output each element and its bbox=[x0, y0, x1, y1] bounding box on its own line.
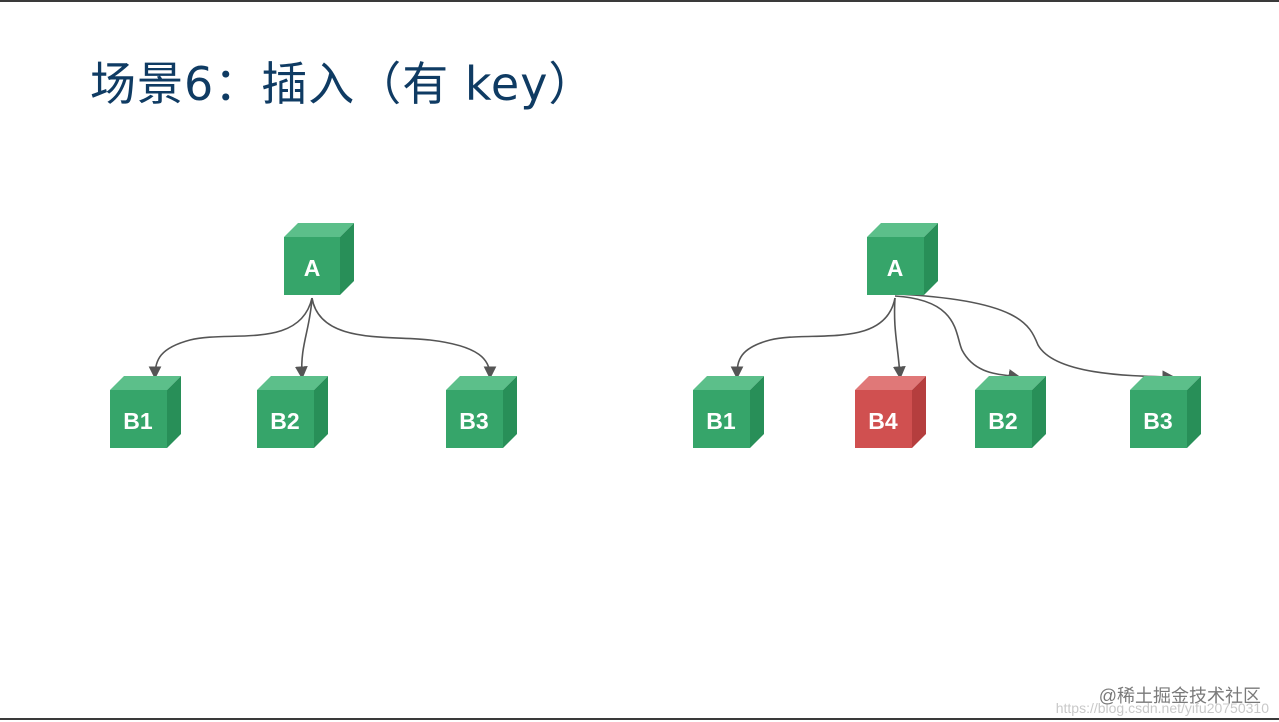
diagram-after: A B1 B4 B2 B3 bbox=[693, 223, 1201, 448]
cube-b1-after: B1 bbox=[693, 376, 764, 448]
watermark-url: https://blog.csdn.net/yifu20750310 bbox=[1055, 700, 1269, 716]
edge-a-b2-after bbox=[894, 295, 1022, 382]
edge-a-b1-after bbox=[730, 297, 896, 380]
cube-b3-after: B3 bbox=[1130, 376, 1201, 448]
cube-b4-after: B4 bbox=[855, 376, 926, 448]
cube-b3-before: B3 bbox=[446, 376, 517, 448]
watermark: @稀土掘金技术社区 bbox=[1098, 686, 1261, 706]
cube-label-b3-after: B3 bbox=[1143, 408, 1172, 434]
cube-b1-before: B1 bbox=[110, 376, 181, 448]
edge-a-b3-after bbox=[894, 293, 1176, 384]
cube-label-a-after: A bbox=[887, 255, 904, 281]
diagram-before: A B1 B2 B3 bbox=[110, 223, 517, 448]
edge-a-b3 bbox=[311, 297, 497, 380]
slide-title: 场景6：插入（有 key） bbox=[90, 57, 596, 111]
cube-a-before: A bbox=[284, 223, 354, 295]
edge-a-b2 bbox=[294, 297, 313, 380]
cube-b2-before: B2 bbox=[257, 376, 328, 448]
cube-label-b1-after: B1 bbox=[706, 408, 736, 434]
cube-label-a: A bbox=[304, 255, 321, 281]
top-border bbox=[0, 0, 1279, 2]
cube-label-b2: B2 bbox=[270, 408, 299, 434]
cube-label-b2-after: B2 bbox=[988, 408, 1017, 434]
cube-a-after: A bbox=[867, 223, 938, 295]
cube-label-b4: B4 bbox=[868, 408, 898, 434]
cube-label-b1: B1 bbox=[123, 408, 153, 434]
edge-a-b4-after bbox=[892, 297, 906, 380]
bottom-border bbox=[0, 718, 1279, 720]
cube-b2-after: B2 bbox=[975, 376, 1046, 448]
edge-a-b1 bbox=[148, 297, 313, 380]
cube-label-b3: B3 bbox=[459, 408, 488, 434]
